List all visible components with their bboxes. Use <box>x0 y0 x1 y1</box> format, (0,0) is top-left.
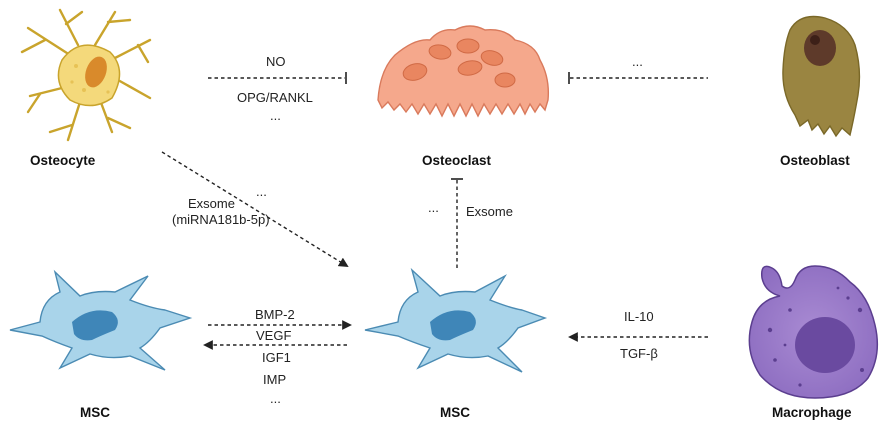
msc-center-label: MSC <box>440 405 470 420</box>
osteocyte-cell-icon <box>20 8 152 142</box>
macrophage-label: Macrophage <box>772 405 852 420</box>
edge-osteocyte-osteoclast <box>208 72 347 84</box>
msc-center-cell-icon <box>364 267 548 373</box>
edge-msc-msc <box>203 320 352 350</box>
osteocyte-label: Osteocyte <box>30 153 96 168</box>
msc-left-cell-icon <box>9 269 193 371</box>
edge-osteocyte-osteoclast-label-opg-rankl: OPG/RANKL <box>237 90 313 105</box>
edge-msc-msc-label-bmp2: BMP-2 <box>255 307 295 322</box>
edge-msc-osteoclast-label-ellipsis: ... <box>428 200 439 215</box>
edge-msc-osteoclast-label-exsome: Exsome <box>466 204 513 219</box>
edge-osteoblast-osteoclast <box>568 72 708 84</box>
edge-osteocyte-osteoclast-label-no: NO <box>266 54 286 69</box>
osteoblast-label: Osteoblast <box>780 153 850 168</box>
edge-osteoblast-osteoclast-label-ellipsis: ... <box>632 54 643 69</box>
edge-osteocyte-msc-label-mirna: (miRNA181b-5p) <box>172 212 270 227</box>
edge-macrophage-msc-label-tgfb: TGF-β <box>620 346 658 361</box>
osteoclast-cell-icon <box>377 25 550 118</box>
macrophage-cell-icon <box>748 265 879 399</box>
edge-msc-msc-label-vegf: VEGF <box>256 328 291 343</box>
edge-msc-msc-label-ellipsis: ... <box>270 391 281 406</box>
edge-osteocyte-msc-label-ellipsis: ... <box>256 184 267 199</box>
edge-msc-msc-label-igf1: IGF1 <box>262 350 291 365</box>
edge-osteocyte-osteoclast-label-ellipsis: ... <box>270 108 281 123</box>
osteoblast-cell-icon <box>782 15 861 138</box>
edge-macrophage-msc-label-il10: IL-10 <box>624 309 654 324</box>
osteoclast-label: Osteoclast <box>422 153 492 168</box>
msc-left-label: MSC <box>80 405 110 420</box>
edge-osteocyte-msc-label-exsome: Exsome <box>188 196 235 211</box>
edge-msc-osteoclast <box>451 178 463 268</box>
edge-msc-msc-label-imp: IMP <box>263 372 286 387</box>
